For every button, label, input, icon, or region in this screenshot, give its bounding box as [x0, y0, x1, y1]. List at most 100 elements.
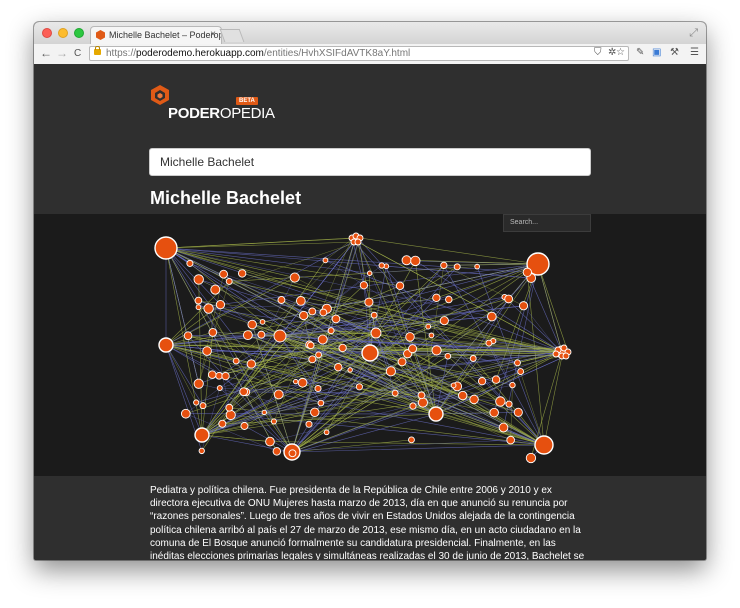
graph-node[interactable] — [477, 377, 487, 386]
graph-node[interactable] — [469, 394, 479, 405]
graph-node[interactable] — [273, 389, 284, 400]
network-graph[interactable]: Search... — [34, 214, 706, 476]
graph-node[interactable] — [410, 255, 421, 267]
graph-node[interactable] — [219, 269, 228, 279]
graph-node[interactable] — [425, 323, 432, 330]
graph-node[interactable] — [272, 447, 282, 456]
graph-node[interactable] — [385, 366, 396, 377]
graph-node[interactable] — [195, 304, 202, 311]
graph-node[interactable] — [366, 270, 373, 276]
graph-node[interactable] — [193, 274, 204, 285]
graph-node[interactable] — [526, 252, 550, 276]
graph-node[interactable] — [491, 375, 501, 384]
graph-node[interactable] — [445, 295, 453, 304]
graph-node[interactable] — [186, 259, 194, 267]
graph-node[interactable] — [293, 378, 299, 385]
shield-icon[interactable]: ⛉ — [594, 47, 602, 58]
graph-node[interactable] — [198, 447, 205, 455]
graph-node[interactable] — [432, 293, 441, 302]
graph-node[interactable] — [225, 277, 233, 285]
graph-node[interactable] — [259, 319, 266, 325]
graph-node[interactable] — [193, 378, 204, 389]
graph-node[interactable] — [469, 355, 477, 362]
graph-node[interactable] — [359, 281, 369, 290]
entity-search-input[interactable]: Michelle Bachelet — [149, 148, 591, 176]
graph-node[interactable] — [297, 377, 308, 388]
graph-node[interactable] — [308, 355, 317, 364]
graph-node[interactable] — [405, 332, 415, 342]
graph-node[interactable] — [273, 329, 287, 343]
graph-node[interactable] — [495, 396, 506, 407]
graph-node[interactable] — [514, 359, 521, 367]
puzzle-icon[interactable]: ✲ — [608, 47, 617, 58]
poderopedia-logo-icon[interactable] — [150, 84, 170, 106]
graph-node[interactable] — [560, 344, 568, 352]
graph-node[interactable] — [202, 346, 212, 356]
graph-node[interactable] — [458, 390, 468, 401]
graph-node[interactable] — [401, 255, 412, 266]
graph-node[interactable] — [355, 383, 363, 391]
graph-node[interactable] — [518, 301, 529, 311]
graph-node[interactable] — [319, 308, 328, 317]
menu-icon[interactable]: ☰ — [690, 47, 699, 58]
browser-tab[interactable]: Michelle Bachelet – Poderop × — [90, 26, 222, 44]
graph-node[interactable] — [485, 339, 493, 347]
graph-node[interactable] — [562, 352, 570, 360]
graph-node[interactable] — [307, 341, 315, 350]
graph-node[interactable] — [517, 368, 525, 375]
graph-node[interactable] — [315, 351, 322, 359]
graph-search-input[interactable]: Search... — [503, 214, 591, 232]
graph-node[interactable] — [216, 385, 223, 392]
graph-node[interactable] — [237, 269, 247, 278]
graph-node[interactable] — [322, 257, 329, 264]
close-window-button[interactable] — [42, 28, 52, 38]
graph-node[interactable] — [218, 419, 227, 428]
graph-node[interactable] — [444, 352, 452, 360]
logo-wordmark[interactable]: PODEROPEDIA — [168, 105, 275, 122]
graph-node[interactable] — [232, 357, 240, 365]
graph-node[interactable] — [240, 421, 249, 430]
graph-node[interactable] — [354, 238, 362, 246]
back-button[interactable]: ← — [40, 46, 52, 60]
graph-node[interactable] — [364, 297, 374, 307]
graph-node[interactable] — [288, 449, 297, 458]
graph-node[interactable] — [439, 316, 449, 326]
graph-node[interactable] — [395, 281, 405, 291]
graph-node[interactable] — [552, 350, 560, 358]
forward-button[interactable]: → — [56, 46, 68, 60]
graph-node[interactable] — [310, 407, 320, 417]
graph-node[interactable] — [193, 399, 200, 406]
graph-node[interactable] — [327, 327, 335, 335]
extension-icon[interactable]: ▣ — [652, 47, 662, 58]
graph-node[interactable] — [428, 332, 435, 339]
graph-node[interactable] — [391, 389, 399, 397]
graph-node[interactable] — [487, 311, 497, 322]
graph-node[interactable] — [239, 387, 249, 397]
graph-node[interactable] — [331, 314, 341, 324]
minimize-window-button[interactable] — [58, 28, 68, 38]
graph-node[interactable] — [408, 344, 418, 354]
graph-node[interactable] — [215, 300, 226, 310]
graph-node[interactable] — [261, 409, 267, 416]
graph-node[interactable] — [347, 367, 353, 373]
graph-node[interactable] — [221, 371, 230, 381]
graph-node[interactable] — [474, 263, 480, 270]
graph-node[interactable] — [525, 452, 537, 464]
graph-node[interactable] — [225, 403, 234, 412]
graph-node[interactable] — [361, 344, 379, 362]
graph-node[interactable] — [338, 343, 347, 353]
graph-node[interactable] — [158, 337, 174, 353]
graph-node[interactable] — [522, 267, 532, 277]
graph-node[interactable] — [409, 402, 417, 410]
graph-node[interactable] — [408, 436, 415, 444]
graph-node[interactable] — [183, 331, 193, 340]
reload-button[interactable]: C — [74, 48, 82, 59]
graph-node[interactable] — [208, 328, 218, 337]
fullscreen-icon[interactable]: ⤢ — [689, 27, 698, 39]
graph-node[interactable] — [378, 262, 385, 269]
graph-node[interactable] — [289, 272, 300, 283]
maximize-window-button[interactable] — [74, 28, 84, 38]
graph-node[interactable] — [247, 319, 257, 330]
graph-node[interactable] — [257, 330, 266, 339]
pin-icon[interactable]: ✎ — [636, 47, 645, 58]
